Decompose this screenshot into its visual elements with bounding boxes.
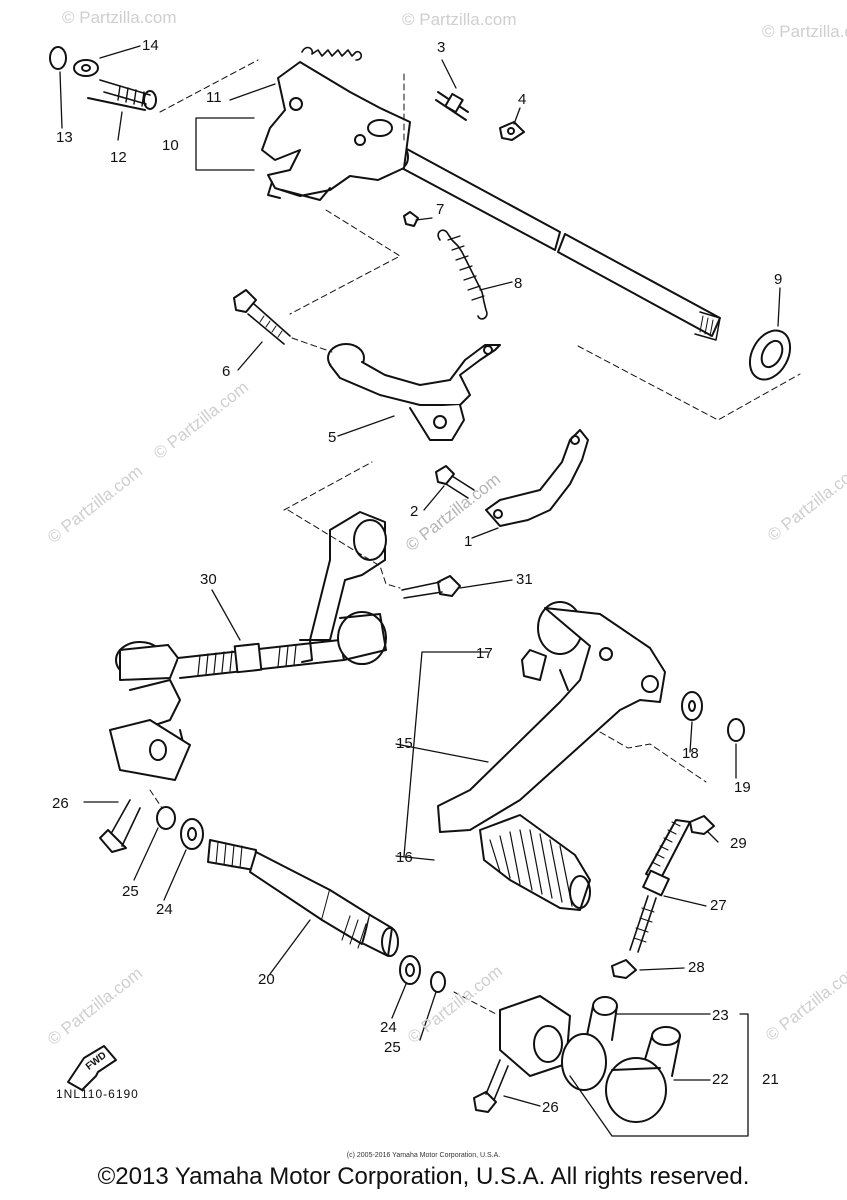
callout-25-left: 25 bbox=[122, 883, 139, 900]
joint-part-22 bbox=[605, 1026, 681, 1123]
callout-14: 14 bbox=[142, 37, 159, 54]
callout-15: 15 bbox=[396, 735, 413, 752]
spring-part-11 bbox=[301, 46, 363, 61]
stopper-plate-part-1 bbox=[485, 429, 589, 527]
bolt-part-31 bbox=[401, 575, 461, 599]
callout-26-bottom: 26 bbox=[542, 1099, 559, 1116]
forward-arrow-icon bbox=[67, 1045, 117, 1091]
shift-shaft-part-20 bbox=[207, 839, 399, 957]
callout-24-left: 24 bbox=[156, 901, 173, 918]
washer-part-24-right bbox=[399, 955, 421, 985]
nut-part-29 bbox=[689, 815, 715, 835]
bolt-part-2 bbox=[435, 465, 475, 499]
dashed-alignment-lines bbox=[149, 59, 801, 1015]
pin-part-3 bbox=[435, 91, 469, 121]
callout-11: 11 bbox=[206, 89, 222, 106]
callout-21: 21 bbox=[762, 1071, 779, 1088]
callout-30: 30 bbox=[200, 571, 217, 588]
joint-upper-link bbox=[309, 511, 387, 641]
callout-12: 12 bbox=[110, 149, 127, 166]
bolt-part-7 bbox=[403, 211, 419, 227]
callout-2: 2 bbox=[410, 503, 419, 520]
circlip-part-25-left bbox=[156, 806, 176, 830]
callout-18: 18 bbox=[682, 745, 699, 762]
copyright-main: ©2013 Yamaha Motor Corporation, U.S.A. A… bbox=[97, 1163, 750, 1190]
callout-29: 29 bbox=[730, 835, 747, 852]
joint-part-23 bbox=[561, 996, 618, 1091]
callout-9: 9 bbox=[774, 271, 783, 288]
circlip-part-19 bbox=[727, 718, 745, 742]
callout-20: 20 bbox=[258, 971, 275, 988]
joint-lower-link bbox=[109, 679, 191, 781]
callout-24-right: 24 bbox=[380, 1019, 397, 1036]
callout-1: 1 bbox=[464, 533, 473, 550]
shift-arm-joint bbox=[499, 995, 571, 1077]
bolt-part-26 bbox=[99, 799, 141, 853]
shift-pedal-rubber-part-16 bbox=[479, 814, 591, 911]
spring-pin-part-12 bbox=[87, 79, 157, 111]
callout-22: 22 bbox=[712, 1071, 729, 1088]
shift-pedal-part-15 bbox=[437, 601, 666, 833]
shift-lever-part-5 bbox=[327, 343, 501, 441]
watermark: © Partzilla.com bbox=[762, 22, 847, 41]
callout-8: 8 bbox=[514, 275, 523, 292]
callout-10: 10 bbox=[162, 137, 179, 154]
callout-31: 31 bbox=[516, 571, 533, 588]
shift-arm-bracket-part-10 bbox=[261, 61, 411, 201]
callout-27: 27 bbox=[710, 897, 727, 914]
leader-lines bbox=[59, 45, 781, 1137]
callout-6: 6 bbox=[222, 363, 231, 380]
callout-5: 5 bbox=[328, 429, 337, 446]
shift-shaft-part-9 bbox=[395, 146, 721, 341]
washer-part-14 bbox=[73, 59, 99, 77]
bolt-part-6 bbox=[233, 289, 291, 345]
shift-rod-part-30 bbox=[115, 611, 387, 681]
callout-28: 28 bbox=[688, 959, 705, 976]
circlip-part-13 bbox=[49, 46, 67, 70]
callout-26-left: 26 bbox=[52, 795, 69, 812]
circlip-part-25-right bbox=[430, 971, 446, 993]
joint-rod-part-27 bbox=[629, 819, 691, 953]
pin-part-17 bbox=[521, 649, 547, 681]
callout-16: 16 bbox=[396, 849, 413, 866]
callout-3: 3 bbox=[437, 39, 446, 56]
watermark: © Partzilla.com bbox=[402, 10, 517, 29]
bolt-part-26-bottom bbox=[473, 1059, 509, 1113]
oil-seal-part-9 bbox=[748, 329, 792, 381]
clip-part-4 bbox=[499, 121, 525, 141]
washer-part-24-left bbox=[180, 818, 204, 850]
callout-17: 17 bbox=[476, 645, 493, 662]
spring-part-8 bbox=[437, 229, 488, 320]
callout-4: 4 bbox=[518, 91, 527, 108]
washer-part-18 bbox=[681, 691, 703, 721]
callout-25-right: 25 bbox=[384, 1039, 401, 1056]
callout-7: 7 bbox=[436, 201, 445, 218]
callout-13: 13 bbox=[56, 129, 73, 146]
drawing-code: 1NL110-6190 bbox=[56, 1087, 139, 1101]
callout-23: 23 bbox=[712, 1007, 729, 1024]
callout-19: 19 bbox=[734, 779, 751, 796]
watermark: © Partzilla.com bbox=[62, 8, 177, 27]
copyright-small: (c) 2005-2016 Yamaha Motor Corporation, … bbox=[346, 1152, 501, 1159]
nut-part-28 bbox=[611, 959, 637, 979]
